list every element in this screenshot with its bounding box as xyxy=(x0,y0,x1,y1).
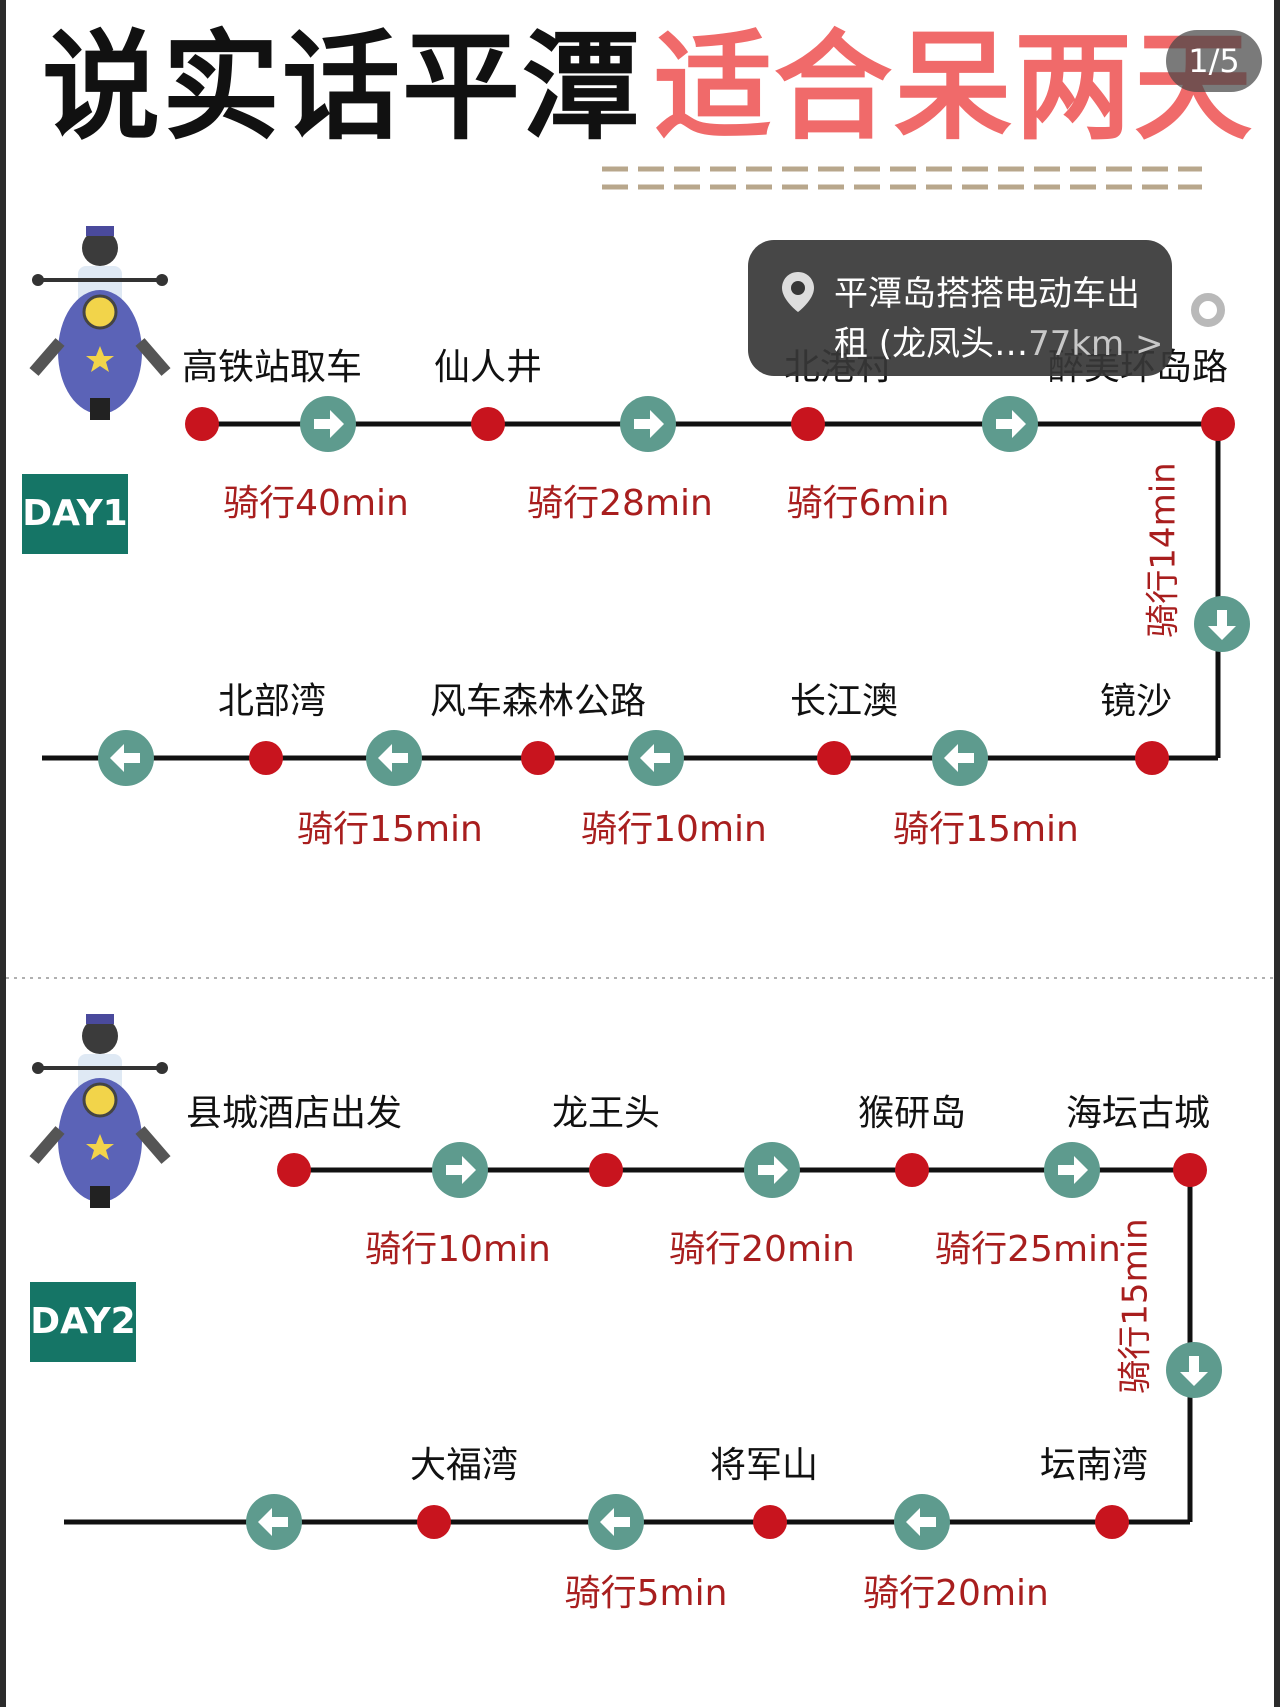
map-location-popup[interactable]: 平潭岛搭搭电动车出 租 (龙凤头…77km > xyxy=(748,240,1172,376)
day2-arrow-right-glyph xyxy=(758,1156,788,1184)
day2-stop-dot xyxy=(1095,1505,1129,1539)
day1-time-label: 骑行15min xyxy=(297,809,483,850)
day1-arrow-right xyxy=(620,396,676,452)
day2-arrow-right xyxy=(1044,1142,1100,1198)
day1-stop-label: 长江澳 xyxy=(789,681,899,722)
day1-time-label: 骑行6min xyxy=(786,483,950,524)
day1-stop-dot xyxy=(791,407,825,441)
day1-arrow-down-glyph xyxy=(1208,610,1236,640)
day1-stop-dot xyxy=(249,741,283,775)
day1-stop-label: 高铁站取车 xyxy=(181,347,363,388)
page-indicator[interactable]: 1/5 xyxy=(1166,30,1262,92)
day1-stop-dot xyxy=(185,407,219,441)
day2-arrow-down-glyph xyxy=(1180,1356,1208,1386)
day2-badge: DAY2 xyxy=(30,1282,136,1362)
day1-arrow-left xyxy=(628,730,684,786)
day2-arrow-left xyxy=(894,1494,950,1550)
day2-time-label: 骑行20min xyxy=(863,1573,1049,1614)
day1-stop-label: 风车森林公路 xyxy=(429,681,647,722)
title-black: 说实话平潭 xyxy=(42,18,643,156)
day1-time-label: 骑行40min xyxy=(223,483,409,524)
route-diagram xyxy=(42,396,1250,1550)
day1-time-label: 骑行28min xyxy=(527,483,713,524)
day1-arrow-left-glyph xyxy=(944,744,974,772)
day1-down-time: 骑行14min xyxy=(1143,462,1184,638)
popup-title-line2: 租 (龙凤头…77km > xyxy=(834,316,1163,365)
day1-arrow-right-glyph xyxy=(314,410,344,438)
day1-arrow-left-glyph xyxy=(378,744,408,772)
day2-time-label: 骑行5min xyxy=(564,1573,728,1614)
day1-arrow-left-end xyxy=(98,730,154,786)
day1-stop-label: 仙人井 xyxy=(433,347,543,388)
day1-time-label: 骑行15min xyxy=(893,809,1079,850)
day2-time-label: 骑行20min xyxy=(669,1229,855,1270)
day1-arrow-down xyxy=(1194,596,1250,652)
day2-stop-label: 猴研岛 xyxy=(857,1093,967,1134)
itinerary-card: 说实话平潭 适合呆两天 1/5 DAY1 DAY2 高铁站取车仙人井北港村醉美环… xyxy=(6,0,1274,1707)
day2-stop-dot xyxy=(753,1505,787,1539)
day2-stop-label: 龙王头 xyxy=(551,1093,661,1134)
day2-stop-dot xyxy=(1173,1153,1207,1187)
day2-arrow-left-end xyxy=(246,1494,302,1550)
popup-distance: 77km > xyxy=(1028,324,1163,364)
day2-arrow-down xyxy=(1166,1342,1222,1398)
day2-stop-dot xyxy=(277,1153,311,1187)
day2-stop-label: 大福湾 xyxy=(409,1445,519,1486)
title-underline-dashes-2 xyxy=(602,184,1202,190)
title-red: 适合呆两天 xyxy=(654,18,1255,156)
day-divider xyxy=(6,977,1274,979)
day1-arrow-right-glyph xyxy=(996,410,1026,438)
day2-arrow-right-glyph xyxy=(446,1156,476,1184)
scooter-rider-icon xyxy=(29,226,171,420)
popup-distance-value: 77km xyxy=(1028,324,1125,364)
scooter-rider-icon-day2 xyxy=(29,1014,171,1208)
title-underline-dashes xyxy=(602,166,1202,172)
day1-stop-dot xyxy=(1135,741,1169,775)
day1-arrow-right-glyph xyxy=(634,410,664,438)
day1-time-label: 骑行10min xyxy=(581,809,767,850)
day2-arrow-left-glyph xyxy=(906,1508,936,1536)
location-pin-icon xyxy=(782,272,814,312)
day1-stop-label: 北部湾 xyxy=(217,681,327,722)
day1-stop-dot xyxy=(471,407,505,441)
day1-stop-dot xyxy=(1201,407,1235,441)
day2-stop-label: 坛南湾 xyxy=(1039,1445,1149,1486)
day1-arrow-right xyxy=(982,396,1038,452)
popup-title-line2-text: 租 (龙凤头… xyxy=(834,324,1029,364)
day2-arrow-right-glyph xyxy=(1058,1156,1088,1184)
day1-badge: DAY1 xyxy=(22,474,128,554)
day2-stop-dot xyxy=(895,1153,929,1187)
day1-arrow-left xyxy=(932,730,988,786)
day1-arrow-left xyxy=(366,730,422,786)
day2-arrow-left-glyph xyxy=(600,1508,630,1536)
popup-title-line1: 平潭岛搭搭电动车出 xyxy=(834,274,1140,314)
day2-arrow-right xyxy=(744,1142,800,1198)
day1-stop-dot xyxy=(521,741,555,775)
day1-arrow-left-end-glyph xyxy=(110,744,140,772)
day2-stop-dot xyxy=(417,1505,451,1539)
day2-stop-label: 海坛古城 xyxy=(1065,1093,1211,1134)
day1-stop-label: 镜沙 xyxy=(1099,681,1173,722)
day2-time-label: 骑行25min xyxy=(935,1229,1121,1270)
day2-stop-label: 将军山 xyxy=(709,1445,819,1486)
day1-arrow-right xyxy=(300,396,356,452)
day2-stop-label: 县城酒店出发 xyxy=(185,1093,403,1134)
day2-arrow-left xyxy=(588,1494,644,1550)
day2-stop-dot xyxy=(589,1153,623,1187)
day2-arrow-left-end-glyph xyxy=(258,1508,288,1536)
day2-arrow-right xyxy=(432,1142,488,1198)
ring-marker-icon xyxy=(1191,293,1225,327)
day2-down-time: 骑行15min xyxy=(1115,1218,1156,1394)
day1-stop-dot xyxy=(817,741,851,775)
chevron-right-icon: > xyxy=(1134,324,1164,364)
day2-time-label: 骑行10min xyxy=(365,1229,551,1270)
day1-arrow-left-glyph xyxy=(640,744,670,772)
